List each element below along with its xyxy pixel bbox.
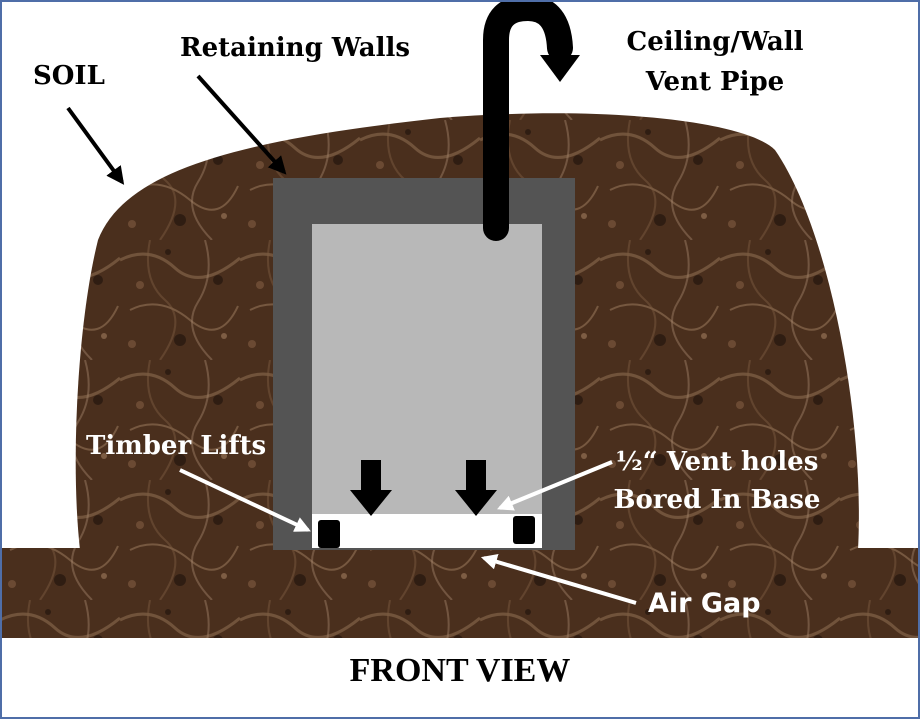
air-gap-arrow — [480, 553, 637, 605]
soil-arrow — [66, 106, 125, 185]
soil-ground — [0, 548, 920, 638]
retaining-walls-label: Retaining Walls — [180, 33, 410, 63]
timber-lifts-label: Timber Lifts — [86, 431, 267, 461]
vent-pipe-arrowhead — [540, 55, 580, 82]
vent-holes-arrow — [497, 460, 613, 511]
vent-pipe-label-line1: Ceiling/Wall — [626, 27, 804, 57]
vent-pipe-label-line2: Vent Pipe — [645, 67, 785, 97]
vent-pipe — [483, 0, 573, 241]
vent-holes-label-line2: Bored In Base — [613, 485, 821, 515]
retaining-walls-arrow — [196, 74, 287, 175]
timber-lift-left — [318, 520, 340, 548]
soil-label: SOIL — [33, 61, 105, 91]
storage-interior — [312, 224, 542, 514]
vent-hole-arrow-right — [455, 460, 497, 516]
diagram-caption: FRONT VIEW — [349, 652, 571, 689]
air-gap-label: Air Gap — [648, 588, 761, 619]
timber-lifts-arrow — [179, 468, 311, 532]
vent-holes-label-line1: ½“ Vent holes — [615, 447, 819, 477]
vent-hole-arrow-left — [350, 460, 392, 516]
timber-lift-right — [513, 516, 535, 544]
air-gap — [312, 514, 542, 548]
